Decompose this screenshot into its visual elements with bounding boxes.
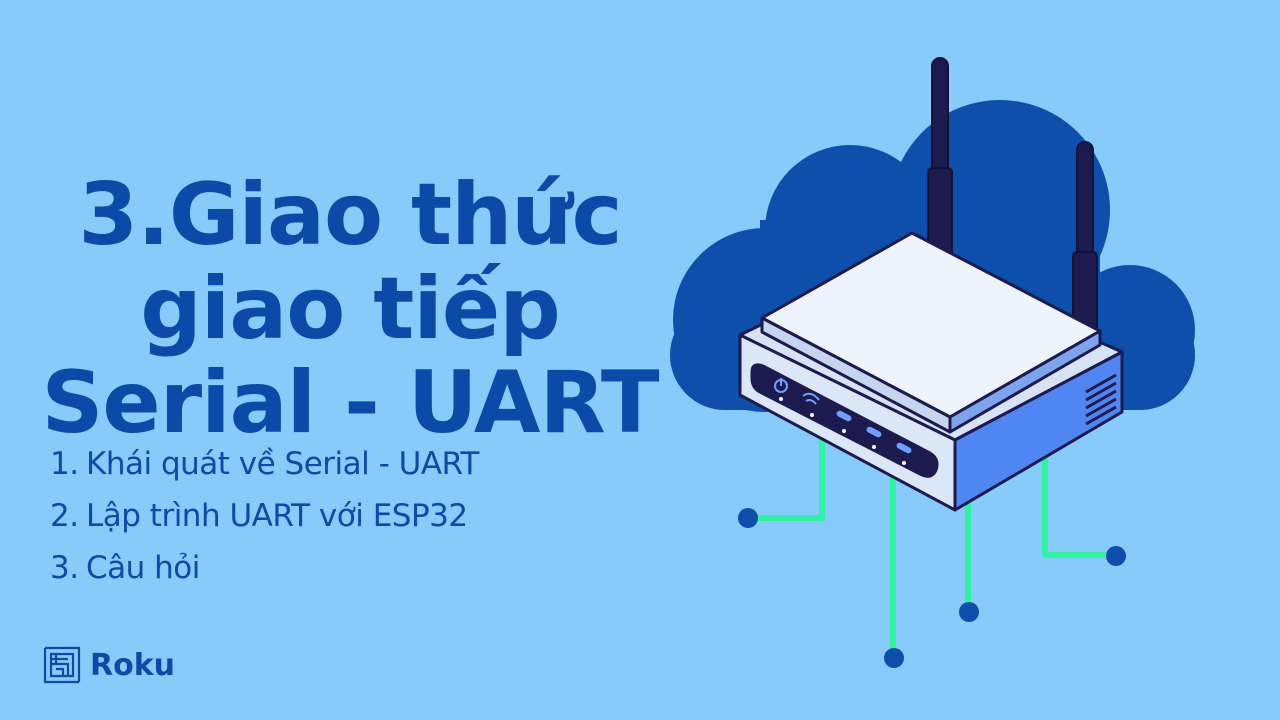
brand-name: Roku — [90, 647, 176, 683]
agenda-item: 1. Khái quát về Serial - UART — [50, 438, 479, 490]
circuit-nodes — [738, 508, 1126, 668]
roku-logo-icon — [43, 646, 81, 684]
title-line-2: giao tiếp — [140, 258, 561, 359]
router — [738, 231, 1124, 512]
panel-indicators — [774, 378, 912, 465]
agenda-item-text: Câu hỏi — [86, 550, 200, 586]
agenda-item-number: 1. — [50, 446, 79, 482]
title-line-1: 3.Giao thức — [78, 164, 622, 265]
antennas — [927, 57, 1098, 343]
agenda-item-text: Lập trình UART với ESP32 — [86, 498, 468, 534]
agenda-item-number: 3. — [50, 550, 79, 586]
router-cloud-icon — [670, 57, 1195, 668]
agenda-item: 3. Câu hỏi — [50, 542, 479, 594]
agenda-item-text: Khái quát về Serial - UART — [86, 446, 479, 482]
agenda-item-number: 2. — [50, 498, 79, 534]
circuit-lines — [750, 430, 1115, 656]
agenda-item: 2. Lập trình UART với ESP32 — [50, 490, 479, 542]
brand-logo: Roku — [42, 644, 175, 686]
title-line-3: Serial - UART — [41, 352, 659, 453]
vent-slots — [1085, 373, 1117, 426]
slide-title: 3.Giao thức giao tiếp Serial - UART — [20, 168, 680, 450]
agenda-list: 1. Khái quát về Serial - UART 2. Lập trì… — [50, 438, 479, 594]
